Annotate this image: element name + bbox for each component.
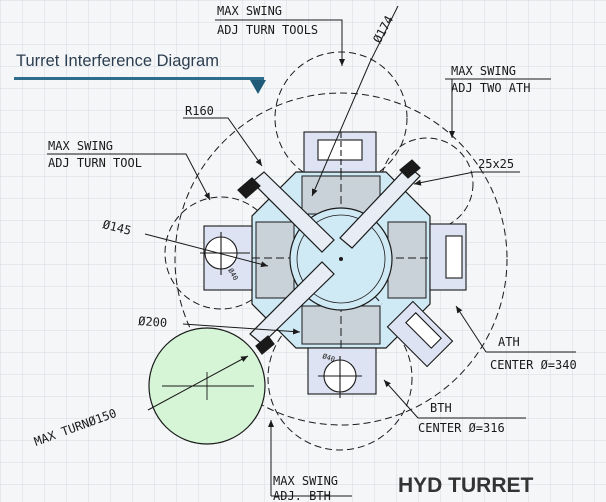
- callout-bth-line2: CENTER Ø=316: [418, 421, 505, 435]
- callout-dia174: Ø174: [370, 13, 396, 45]
- tool-pockets: [255, 175, 427, 345]
- title-underline: [14, 77, 264, 80]
- callout-top-swing-line2: ADJ TURN TOOLS: [217, 23, 318, 37]
- tool-holder-top: [303, 131, 377, 176]
- callout-dia145: Ø145: [101, 217, 132, 238]
- tool-holder-right: [429, 223, 467, 291]
- callout-dia200: Ø200: [138, 314, 168, 330]
- footer-label: HYD TURRET: [398, 474, 534, 497]
- callout-left-swing-line2: ADJ TURN TOOL: [48, 156, 142, 170]
- tool-holder-bottom: [307, 347, 377, 398]
- callout-right-swing-line1: MAX SWING: [451, 64, 516, 78]
- callout-ath-line2: CENTER Ø=340: [490, 358, 577, 372]
- mark-dia40-bottom: Ø40: [321, 352, 336, 364]
- callout-size-25x25: 25x25: [478, 157, 514, 171]
- callout-left-swing-line1: MAX SWING: [48, 139, 113, 153]
- leader-lines: [47, 5, 576, 497]
- tool-holder-lower-right: [386, 300, 454, 368]
- callout-bth-line1: BTH: [430, 401, 452, 415]
- callout-top-swing-line1: MAX SWING: [217, 4, 282, 18]
- page-title: Turret Interference Diagram: [16, 52, 219, 70]
- turret-hub-inner: [296, 214, 386, 304]
- tool-holder-left: [200, 225, 253, 291]
- callout-r160: R160: [185, 104, 214, 118]
- callout-bottom-swing-line2: ADJ. BTH: [273, 489, 331, 502]
- turret-center-mark: [339, 257, 343, 261]
- callout-right-swing-line2: ADJ TWO ATH: [451, 81, 530, 95]
- swing-circle-r160: [174, 92, 508, 426]
- swing-circle-bottom: [267, 305, 413, 451]
- title-arrow-icon: [250, 80, 266, 94]
- callout-max-turn: MAX TURNØ150: [32, 406, 118, 449]
- callout-ath-line1: ATH: [498, 335, 520, 349]
- callout-bottom-swing-line1: MAX SWING: [273, 474, 338, 488]
- boring-bars: [237, 159, 421, 355]
